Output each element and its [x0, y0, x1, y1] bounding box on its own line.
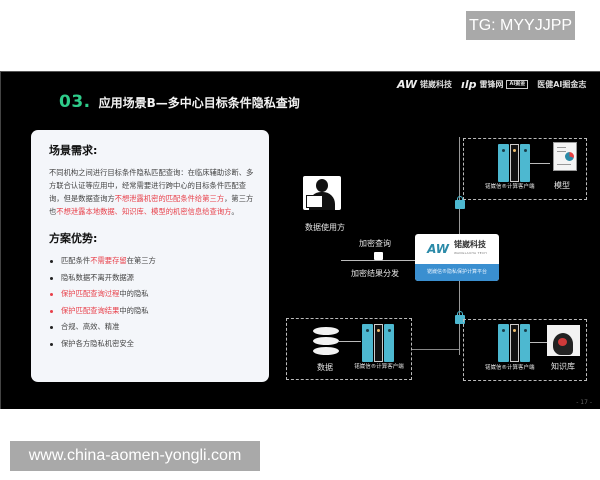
requirements-text: 不同机构之间进行目标条件隐私匹配查询：在临床辅助诊断、多方联合认证等应用中，经常…: [49, 168, 254, 216]
encrypted-result-label: 加密结果分发: [351, 269, 399, 278]
platform-logo-icon: AW: [427, 242, 449, 256]
list-item: 保护各方隐私机密安全: [49, 336, 255, 353]
arrow-knowledge-to-client: [530, 342, 548, 343]
list-item: 隐私数据不离开数据源: [49, 270, 255, 287]
data-label: 数据: [317, 363, 333, 372]
knowledge-client-label: 锘崴信®计算客户端: [485, 365, 535, 371]
slide-title: 03. 应用场景B—多中心目标条件隐私查询: [59, 92, 300, 112]
knowledge-node-box: [463, 319, 587, 381]
model-client-label: 锘崴信®计算客户端: [485, 184, 535, 190]
connector-data-box: [411, 349, 459, 350]
data-node-box: [286, 318, 412, 380]
platform-caption: 锘崴信®隐私保护计算平台: [415, 264, 499, 281]
logo-nuowei: AW 锘崴科技: [397, 78, 453, 91]
data-client-label: 锘崴信®计算客户端: [354, 364, 404, 370]
knowledge-label: 知识库: [551, 362, 575, 371]
model-label: 模型: [554, 181, 570, 190]
section-number: 03.: [59, 92, 91, 112]
list-item: 保护匹配查询结果中的隐私: [49, 303, 255, 320]
list-item: 合规、高效、精准: [49, 319, 255, 336]
arrow-data-to-client: [339, 341, 361, 342]
requirements-heading: 场景需求:: [49, 144, 98, 157]
lock-icon-center: [374, 252, 383, 260]
user-analytics-icon: [303, 176, 341, 210]
logo-leiphone: ılp 雷锋网 AI掘金: [461, 78, 529, 91]
logo-bar: AW 锘崴科技 ılp 雷锋网 AI掘金 医健AI掘金志: [397, 78, 586, 91]
database-icon: [313, 327, 339, 357]
server-icon: [498, 144, 530, 182]
arrow-model-to-client: [530, 163, 550, 164]
title-text: 应用场景B—多中心目标条件隐私查询: [98, 96, 300, 110]
lock-icon-top: [455, 196, 465, 209]
list-item: 匹配条件不需要存留在第三方: [49, 253, 255, 270]
presentation-slide: 03. 应用场景B—多中心目标条件隐私查询 AW 锘崴科技 ılp 雷锋网 AI…: [0, 71, 600, 409]
watermark-bottom: www.china-aomen-yongli.com: [10, 441, 260, 471]
lock-icon-bottom: [455, 311, 465, 324]
advantages-list: 匹配条件不需要存留在第三方 隐私数据不离开数据源 保护匹配查询过程中的隐私 保护…: [49, 253, 255, 353]
data-user-label: 数据使用方: [305, 223, 345, 232]
leiphone-badge: AI掘金: [506, 80, 529, 89]
model-document-icon: [553, 142, 577, 171]
watermark-top: TG: MYYJJPP: [466, 11, 575, 40]
server-icon: [362, 324, 394, 362]
advantages-heading: 方案优势:: [49, 232, 98, 245]
connector-query: [341, 260, 415, 261]
page-number: - 17 -: [576, 399, 592, 406]
info-card: 场景需求: 不同机构之间进行目标条件隐私匹配查询：在临床辅助诊断、多方联合认证等…: [31, 130, 269, 382]
leiphone-logo-icon: ılp: [461, 78, 477, 91]
server-icon: [498, 324, 530, 362]
knowledge-brain-icon: [547, 325, 580, 356]
list-item: 保护匹配查询过程中的隐私: [49, 286, 255, 303]
nuowei-logo-icon: AW: [397, 78, 418, 91]
logo-yijian: 医健AI掘金志: [537, 80, 587, 89]
encrypted-query-label: 加密查询: [359, 239, 391, 248]
model-node-box: [463, 138, 587, 200]
